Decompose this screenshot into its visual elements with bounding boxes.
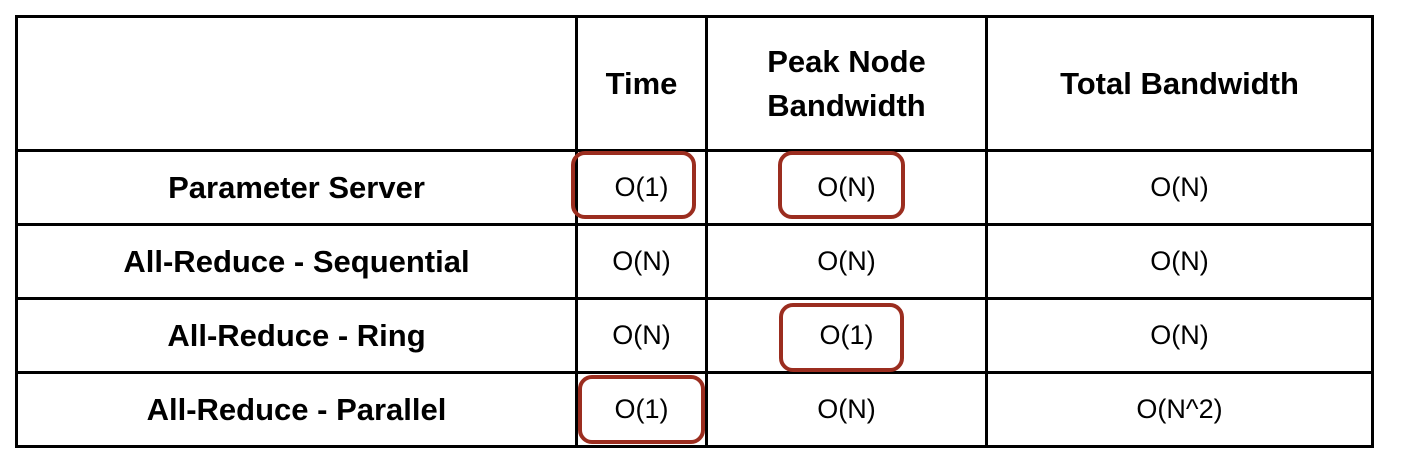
row-label: All-Reduce - Ring bbox=[15, 297, 578, 374]
peak-bandwidth-cell: O(1) bbox=[705, 297, 988, 374]
peak-bandwidth-cell: O(N) bbox=[705, 223, 988, 300]
row-label: All-Reduce - Parallel bbox=[15, 371, 578, 448]
time-cell: O(1) bbox=[575, 371, 708, 448]
total-bandwidth-cell: O(N) bbox=[985, 223, 1374, 300]
total-bandwidth-cell: O(N) bbox=[985, 149, 1374, 226]
time-cell: O(N) bbox=[575, 297, 708, 374]
complexity-table: Time Peak Node Bandwidth Total Bandwidth… bbox=[15, 15, 1374, 448]
table-row: All-Reduce - Parallel O(1) O(N) O(N^2) bbox=[15, 371, 1374, 448]
header-blank-cell bbox=[15, 15, 578, 152]
time-cell: O(1) bbox=[575, 149, 708, 226]
time-cell: O(N) bbox=[575, 223, 708, 300]
header-time: Time bbox=[575, 15, 708, 152]
peak-bandwidth-cell: O(N) bbox=[705, 149, 988, 226]
row-label: All-Reduce - Sequential bbox=[15, 223, 578, 300]
row-label: Parameter Server bbox=[15, 149, 578, 226]
header-peak-line1: Peak Node bbox=[767, 44, 926, 80]
table-row: Parameter Server O(1) O(N) O(N) bbox=[15, 149, 1374, 226]
header-peak-node-bandwidth: Peak Node Bandwidth bbox=[705, 15, 988, 152]
header-total-bandwidth: Total Bandwidth bbox=[985, 15, 1374, 152]
header-peak-line2: Bandwidth bbox=[767, 87, 926, 123]
total-bandwidth-cell: O(N) bbox=[985, 297, 1374, 374]
table-row: All-Reduce - Ring O(N) O(1) O(N) bbox=[15, 297, 1374, 374]
total-bandwidth-cell: O(N^2) bbox=[985, 371, 1374, 448]
header-row: Time Peak Node Bandwidth Total Bandwidth bbox=[15, 15, 1374, 152]
table-row: All-Reduce - Sequential O(N) O(N) O(N) bbox=[15, 223, 1374, 300]
peak-bandwidth-cell: O(N) bbox=[705, 371, 988, 448]
